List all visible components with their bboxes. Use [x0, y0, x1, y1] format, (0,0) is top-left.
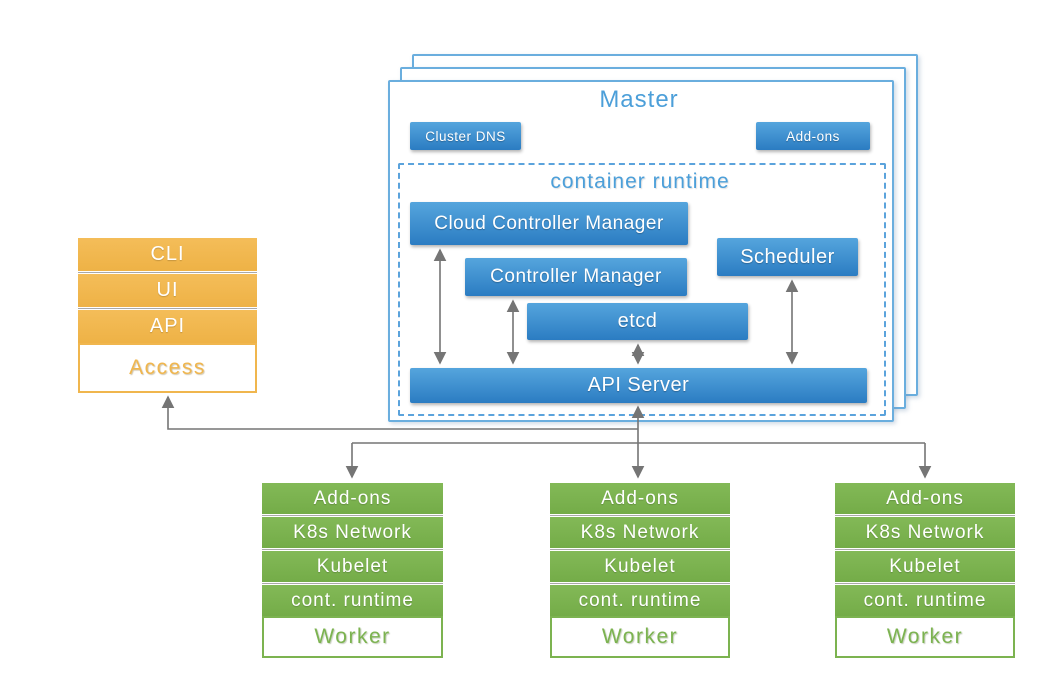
worker3-addons-segment: Add-ons [835, 483, 1015, 514]
segment-divider [835, 548, 1015, 551]
segment-divider [835, 582, 1015, 585]
worker1-label: Worker [262, 616, 443, 658]
access-stack: CLI UI API Access [78, 238, 257, 393]
worker-node-2: Add-ons K8s Network Kubelet cont. runtim… [550, 483, 730, 658]
segment-divider [550, 548, 730, 551]
access-api-segment: API [78, 310, 257, 343]
segment-divider [835, 514, 1015, 517]
segment-divider [550, 514, 730, 517]
worker1-addons-segment: Add-ons [262, 483, 443, 514]
worker1-cont-runtime-segment: cont. runtime [262, 585, 443, 616]
access-cli-segment: CLI [78, 238, 257, 271]
access-label: Access [78, 343, 257, 393]
segment-divider [78, 307, 257, 310]
cluster-dns-box: Cluster DNS [410, 122, 521, 150]
cloud-controller-manager-box: Cloud Controller Manager [410, 202, 688, 245]
worker3-label: Worker [835, 616, 1015, 658]
worker2-addons-segment: Add-ons [550, 483, 730, 514]
scheduler-box: Scheduler [717, 238, 858, 276]
master-title: Master [599, 86, 679, 113]
worker2-label: Worker [550, 616, 730, 658]
worker3-cont-runtime-segment: cont. runtime [835, 585, 1015, 616]
worker3-kubelet-segment: Kubelet [835, 551, 1015, 582]
master-addons-box: Add-ons [756, 122, 870, 150]
api-server-box: API Server [410, 368, 867, 403]
worker3-k8s-network-segment: K8s Network [835, 517, 1015, 548]
container-runtime-title: container runtime [550, 170, 730, 193]
segment-divider [78, 271, 257, 274]
controller-manager-box: Controller Manager [465, 258, 687, 296]
worker2-kubelet-segment: Kubelet [550, 551, 730, 582]
access-ui-segment: UI [78, 274, 257, 307]
segment-divider [262, 582, 443, 585]
etcd-box: etcd [527, 303, 748, 340]
segment-divider [262, 548, 443, 551]
worker1-k8s-network-segment: K8s Network [262, 517, 443, 548]
segment-divider [550, 582, 730, 585]
segment-divider [262, 514, 443, 517]
worker2-k8s-network-segment: K8s Network [550, 517, 730, 548]
worker1-kubelet-segment: Kubelet [262, 551, 443, 582]
worker-node-3: Add-ons K8s Network Kubelet cont. runtim… [835, 483, 1015, 658]
worker-node-1: Add-ons K8s Network Kubelet cont. runtim… [262, 483, 443, 658]
worker2-cont-runtime-segment: cont. runtime [550, 585, 730, 616]
